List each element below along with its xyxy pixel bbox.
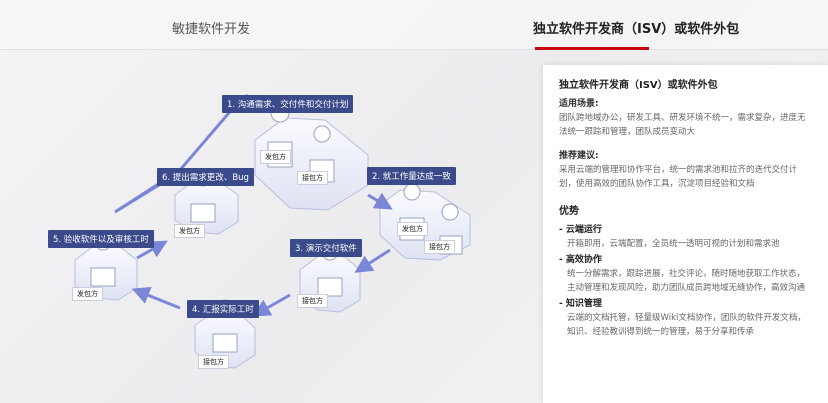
step-label-2: 2. 就工作量达成一致 [367, 167, 456, 185]
vendor-tag: 接包方 [297, 294, 328, 308]
advantage-text: 统一分解需求，跟踪进展，社交评论，随时随地获取工作状态，主动管理和发现风险，助力… [567, 269, 806, 293]
tab-bar: 敏捷软件开发 独立软件开发商（ISV）或软件外包 [0, 0, 828, 50]
step-label-5: 5. 验收软件以及审核工时 [48, 230, 154, 248]
advice-text: 采用云端的管理和协作平台，统一的需求池和拉齐的迭代交付计划，使用高效的团队协作工… [559, 165, 798, 189]
client-tag: 发包方 [174, 224, 205, 238]
step-label-3: 3. 演示交付软件 [290, 239, 362, 257]
scenario-label: 适用场景: [559, 99, 599, 109]
vendor-tag: 接包方 [297, 171, 328, 185]
tab-agile[interactable]: 敏捷软件开发 [172, 22, 251, 37]
client-tag: 发包方 [72, 287, 103, 301]
arrow-5-6 [136, 240, 168, 260]
arrow-2-3 [354, 248, 391, 273]
advantage-title: - 知识管理 [559, 299, 602, 309]
arrow-4-5 [131, 286, 181, 310]
advantage-title: - 云端运行 [559, 225, 602, 235]
detail-panel: 独立软件开发商（ISV）或软件外包 适用场景: 团队跨地域办公，研发工具、研发环… [543, 65, 828, 403]
advantage-text: 云端的文档托管，轻量级Wiki文档协作，团队的软件开发文档，知识、经验教训得到统… [567, 313, 806, 337]
advantage-text: 开箱即用，云端配置，全员统一透明可视的计划和需求池 [567, 239, 780, 249]
tab-isv[interactable]: 独立软件开发商（ISV）或软件外包 [533, 22, 740, 37]
arrow-3-4 [252, 293, 291, 317]
arrow-1-2 [367, 192, 393, 210]
step-label-6: 6. 提出需求更改、Bug [157, 168, 254, 186]
advantages-list: - 云端运行 开箱即用，云端配置，全员统一透明可视的计划和需求池 - 高效协作 … [559, 223, 812, 339]
advantage-title: - 高效协作 [559, 255, 602, 265]
client-tag: 发包方 [397, 222, 428, 236]
advice-label: 推荐建议: [559, 151, 599, 161]
active-tab-indicator [535, 47, 649, 50]
scenario-text: 团队跨地域办公，研发工具、研发环境不统一，需求复杂，进度无法统一跟踪和管理，团队… [559, 113, 806, 137]
advantages-title: 优势 [559, 206, 579, 217]
step-label-1: 1. 沟通需求、交付件和交付计划 [222, 95, 354, 113]
panel-title: 独立软件开发商（ISV）或软件外包 [559, 80, 718, 91]
vendor-tag: 接包方 [198, 355, 229, 369]
step-label-4: 4. 汇报实际工时 [187, 300, 259, 318]
vendor-tag: 接包方 [424, 240, 455, 254]
client-tag: 发包方 [260, 150, 291, 164]
